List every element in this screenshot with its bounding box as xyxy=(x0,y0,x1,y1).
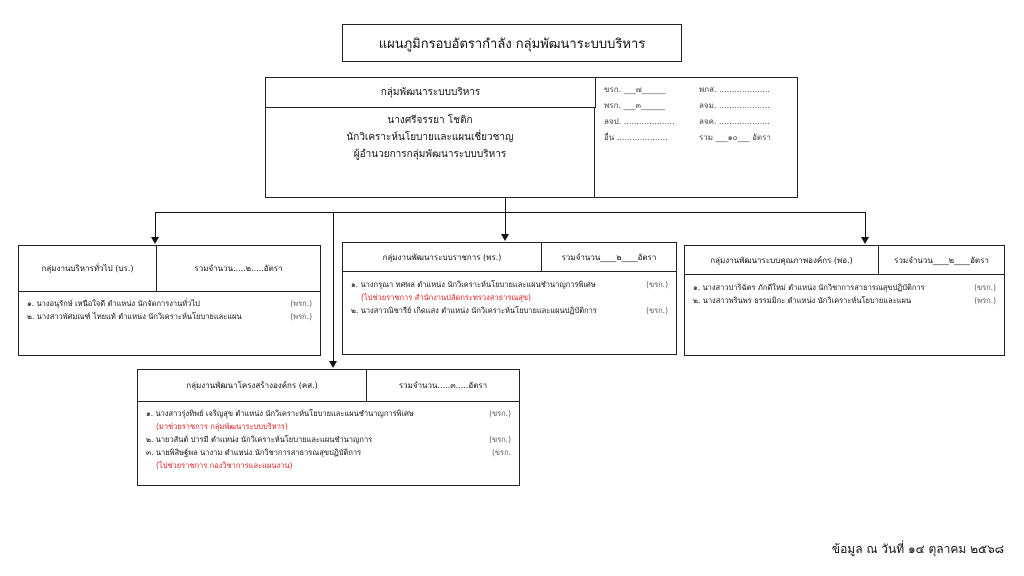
group-total: รวมจำนวน____๒____อัตรา xyxy=(894,255,989,265)
staff-type: (ขรก.) xyxy=(974,283,996,292)
director-name: นางศรีจรรยา โชติก xyxy=(387,115,473,126)
staff-type: (พรก.) xyxy=(974,296,996,305)
group-total: รวมจำนวน.....๒.....อัตรา xyxy=(194,264,283,273)
staff-text: ๑. นางอนุรักษ์ เหนือใจดี ตำแหน่ง นักจัดก… xyxy=(27,299,200,308)
group-name: กลุ่มงานพัฒนาระบบราชการ (พร.) xyxy=(343,243,542,271)
group-box-structure-dev: กลุ่มงานพัฒนาโครงสร้างองค์กร (คส.) รวมจำ… xyxy=(137,369,520,486)
stat-cell: ลจป. .................... xyxy=(604,117,675,126)
staff-item: ๑. นางสาวรุ่งทิพย์ เจริญสุข ตำแหน่ง นักว… xyxy=(146,407,511,420)
chart-title-box: แผนภูมิกรอบอัตรากำลัง กลุ่มพัฒนาระบบบริห… xyxy=(342,24,682,62)
staff-type: (พรก.) xyxy=(290,312,312,321)
chart-title: แผนภูมิกรอบอัตรากำลัง กลุ่มพัฒนาระบบบริห… xyxy=(378,36,646,52)
staff-type: (พรก.) xyxy=(290,299,312,308)
group-box-bureaucracy-dev: กลุ่มงานพัฒนาระบบราชการ (พร.) รวมจำนวน__… xyxy=(342,242,677,355)
arrow-down-icon xyxy=(501,234,509,241)
staff-type: (ขรก. xyxy=(491,448,511,457)
group-total: รวมจำนวน____๒____อัตรา xyxy=(561,252,657,262)
data-date-footer: ข้อมูล ณ วันที่ ๑๔ ตุลาคม ๒๕๖๘ xyxy=(831,542,1004,556)
connector-line xyxy=(333,212,334,362)
stat-cell: ลจม. .................... xyxy=(699,101,770,110)
staff-text: ๑. นางสาวปาริฉัตร ภักดีใหม่ ตำแหน่ง นักว… xyxy=(693,283,925,292)
stat-cell: อื่น .................... xyxy=(604,133,668,142)
connector-line xyxy=(155,212,865,213)
director-role: ผู้อำนวยการกลุ่มพัฒนาระบบบริหาร xyxy=(353,149,507,160)
arrow-down-icon xyxy=(861,237,869,244)
staff-item: ๑. นางอนุรักษ์ เหนือใจดี ตำแหน่ง นักจัดก… xyxy=(27,297,312,310)
director-header: กลุ่มพัฒนาระบบบริหาร xyxy=(266,78,596,108)
stat-cell: ขรก. ___๗______ xyxy=(604,85,666,94)
staff-note: (ไปช่วยราชการ สำนักงานปลัดกระทรวงสาธารณส… xyxy=(361,293,531,302)
staff-text: ๒. นางสาวพัศมณฑ์ ไทยแท้ ตำแหน่ง นักวิเคร… xyxy=(27,312,242,321)
director-position: นักวิเคราะห์นโยบายและแผนเชี่ยวชาญ xyxy=(346,132,514,143)
staff-text: ๒. นายวสันต์ ปารมี ตำแหน่ง นักวิเคราะห์น… xyxy=(146,435,373,444)
staff-text: ๒. นางสาวณิชารีย์ เกิดแสง ตำแหน่ง นักวิเ… xyxy=(351,306,597,315)
arrow-down-icon xyxy=(151,237,159,244)
connector-line xyxy=(505,212,506,234)
connector-line xyxy=(155,212,156,238)
staff-item: ๒. นางสาวพรินพร ธรรมมิกะ ตำแหน่ง นักวิเค… xyxy=(693,294,996,307)
staff-item: ๒. นางสาวพัศมณฑ์ ไทยแท้ ตำแหน่ง นักวิเคร… xyxy=(27,310,312,323)
staff-type: (ขรก.) xyxy=(646,306,668,315)
staff-text: ๑. นางสาวรุ่งทิพย์ เจริญสุข ตำแหน่ง นักว… xyxy=(146,409,414,418)
group-box-general-admin: กลุ่มงานบริหารทั่วไป (บร.) รวมจำนวน.....… xyxy=(18,245,321,356)
staff-type: (ขรก.) xyxy=(646,280,668,289)
director-box: กลุ่มพัฒนาระบบบริหาร นางศรีจรรยา โชติก น… xyxy=(265,77,798,198)
group-name: กลุ่มงานบริหารทั่วไป (บร.) xyxy=(19,246,157,291)
stat-cell: พรก. ___๓______ xyxy=(604,101,665,110)
stat-cell: รวม ___๑๐___ อัตรา xyxy=(699,133,771,142)
connector-line xyxy=(865,212,866,238)
staff-text: ๓. นายพิสิษฐ์พล นางาม ตำแหน่ง นักวิชาการ… xyxy=(146,448,362,457)
arrow-down-icon xyxy=(329,361,337,368)
staff-item: ๒. นายวสันต์ ปารมี ตำแหน่ง นักวิเคราะห์น… xyxy=(146,433,511,446)
group-box-quality-dev: กลุ่มงานพัฒนาระบบคุณภาพองค์กร (พอ.) รวมจ… xyxy=(684,245,1005,356)
staff-item: ๓. นายพิสิษฐ์พล นางาม ตำแหน่ง นักวิชาการ… xyxy=(146,446,511,459)
staff-item: ๑. นางกรุณา ทศพล ตำแหน่ง นักวิเคราะห์นโย… xyxy=(351,278,668,291)
staff-item: ๑. นางสาวปาริฉัตร ภักดีใหม่ ตำแหน่ง นักว… xyxy=(693,281,996,294)
stat-cell: พกส. .................... xyxy=(699,85,770,94)
group-name: กลุ่มงานพัฒนาระบบคุณภาพองค์กร (พอ.) xyxy=(685,246,879,274)
group-name: กลุ่มงานพัฒนาโครงสร้างองค์กร (คส.) xyxy=(138,370,367,401)
staff-stats: ขรก. ___๗______ พกส. ....................… xyxy=(604,82,794,146)
staff-item: ๒. นางสาวณิชารีย์ เกิดแสง ตำแหน่ง นักวิเ… xyxy=(351,304,668,317)
staff-type: (ขรก.) xyxy=(489,409,511,418)
stat-cell: ลจค. .................... xyxy=(699,117,770,126)
staff-text: ๒. นางสาวพรินพร ธรรมมิกะ ตำแหน่ง นักวิเค… xyxy=(693,296,912,305)
staff-text: ๑. นางกรุณา ทศพล ตำแหน่ง นักวิเคราะห์นโย… xyxy=(351,280,596,289)
staff-note: (ไปช่วยราชการ กองวิชาการและแผนงาน) xyxy=(156,461,293,470)
connector-line xyxy=(505,198,506,212)
group-total: รวมจำนวน.....๓.....อัตรา xyxy=(398,381,488,390)
staff-note: (มาช่วยราชการ กลุ่มพัฒนาระบบบริหาร) xyxy=(156,422,288,431)
staff-type: (ขรก.) xyxy=(489,435,511,444)
